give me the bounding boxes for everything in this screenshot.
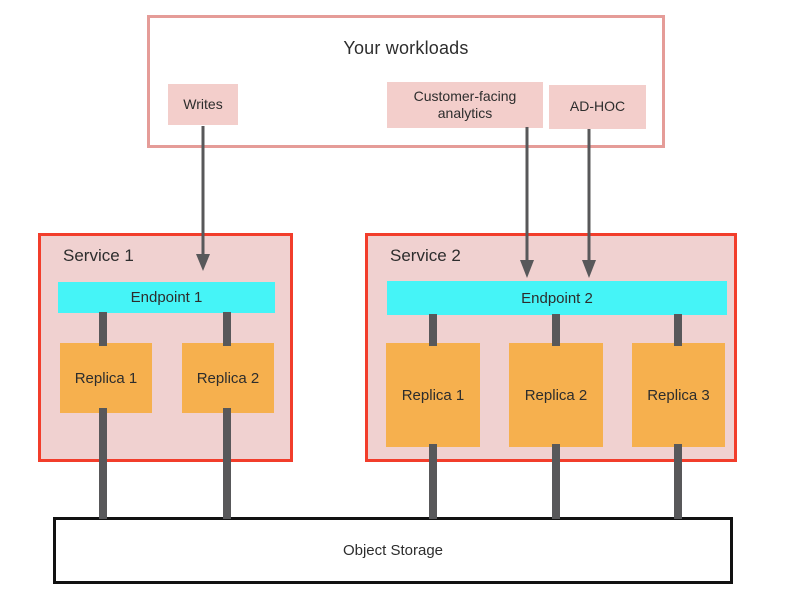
- service-2-box: Service 2 Endpoint 2 Replica 1 Replica 2…: [365, 233, 737, 462]
- service-2-replica-2: Replica 2: [509, 343, 603, 447]
- service-2-replica-2-label: Replica 2: [524, 386, 588, 404]
- service-1-endpoint: Endpoint 1: [58, 282, 275, 313]
- service-2-replica-1-label: Replica 1: [401, 386, 465, 404]
- workloads-title: Your workloads: [343, 38, 469, 58]
- service-2-replica-3-label: Replica 3: [647, 386, 710, 404]
- workload-chip-writes-label: Writes: [183, 95, 223, 112]
- service-1-replica-1-label: Replica 1: [74, 369, 138, 387]
- workload-chip-ad-hoc-label: AD-HOC: [569, 98, 626, 115]
- service-1-title: Service 1: [63, 246, 134, 265]
- object-storage-label: Object Storage: [342, 542, 444, 559]
- workload-chip-analytics-label: Customer-facing analytics: [413, 87, 517, 122]
- service-1-endpoint-label: Endpoint 1: [130, 289, 203, 306]
- service-2-replica-1: Replica 1: [386, 343, 480, 447]
- workload-chip-customer-facing-analytics: Customer-facing analytics: [387, 82, 543, 128]
- service-2-title: Service 2: [390, 246, 461, 265]
- workload-chip-ad-hoc: AD-HOC: [549, 85, 646, 129]
- service-1-replica-1: Replica 1: [60, 343, 152, 413]
- service-2-replica-3: Replica 3: [632, 343, 725, 447]
- service-1-replica-2: Replica 2: [182, 343, 274, 413]
- service-2-endpoint: Endpoint 2: [387, 281, 727, 315]
- service-1-box: Service 1 Endpoint 1 Replica 1 Replica 2: [38, 233, 293, 462]
- service-2-endpoint-label: Endpoint 2: [521, 289, 593, 307]
- object-storage-box: Object Storage: [53, 517, 733, 584]
- workload-chip-writes: Writes: [168, 84, 238, 125]
- your-workloads-box: Your workloads Writes Customer-facing an…: [147, 15, 665, 148]
- service-1-replica-2-label: Replica 2: [196, 369, 260, 387]
